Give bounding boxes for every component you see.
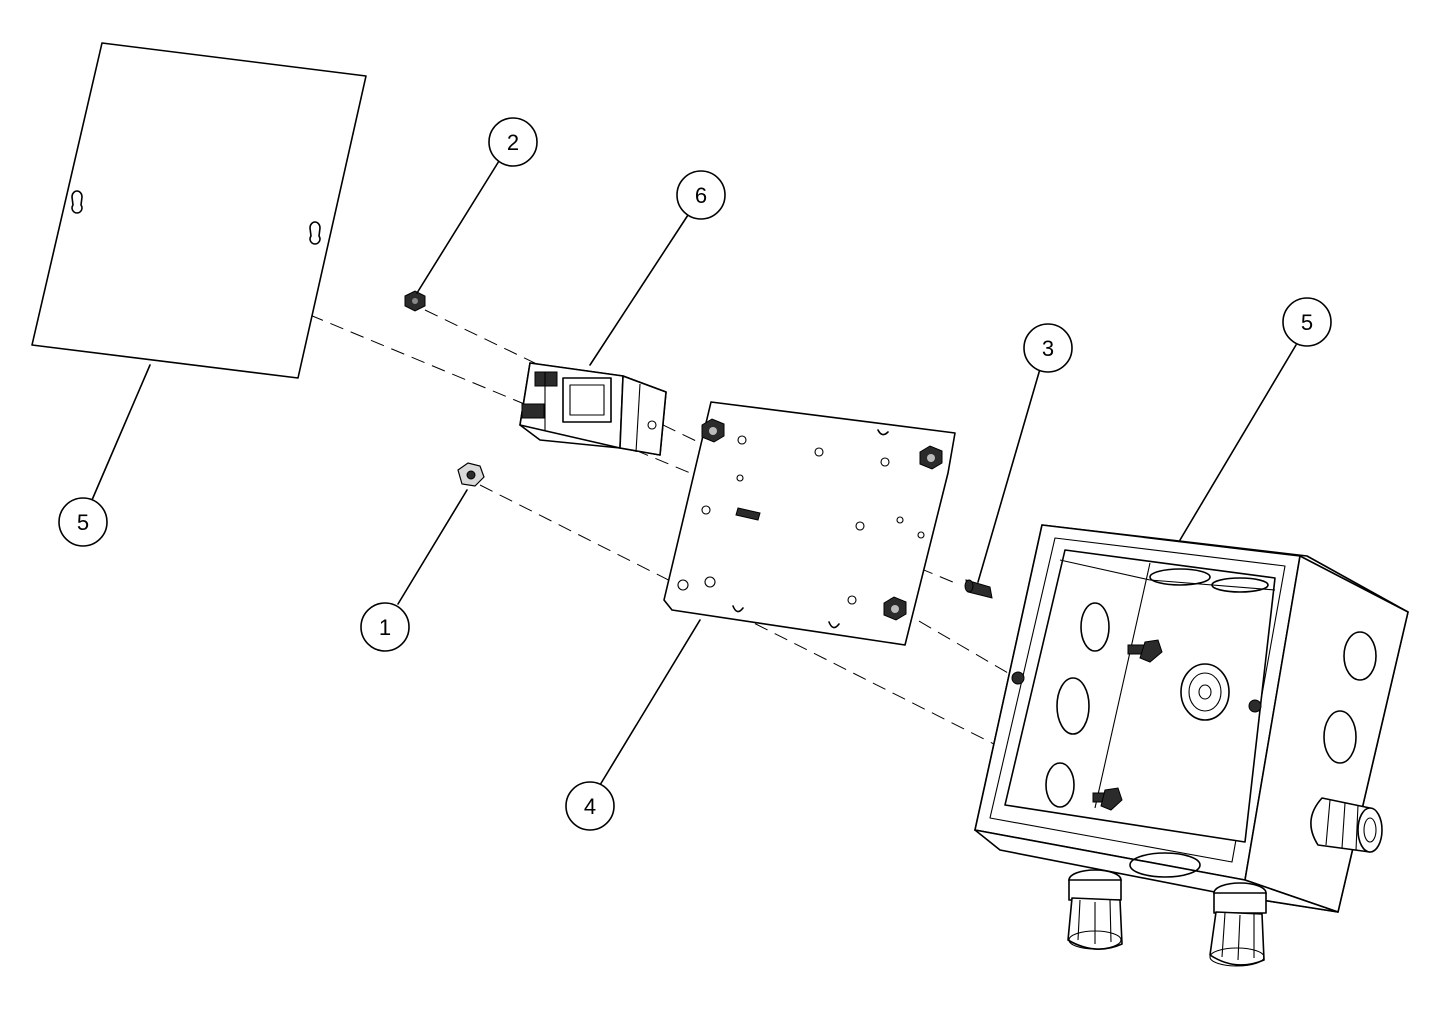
box-standoff-upper <box>1127 639 1163 663</box>
callout-1: 1 <box>360 602 410 652</box>
cable-gland-side <box>1310 797 1383 853</box>
plate-holes <box>677 435 925 605</box>
plate-standoff-tr <box>919 445 943 470</box>
plate-stud <box>735 507 761 521</box>
mounting-plate <box>663 401 956 646</box>
keyhole-slot-right <box>309 221 321 245</box>
callout-3: 3 <box>1023 323 1073 373</box>
callout-5-lid-label: 5 <box>77 510 89 535</box>
callout-3-label: 3 <box>1042 336 1054 361</box>
callout-6-label: 6 <box>695 183 707 208</box>
leader-lines <box>91 160 1297 786</box>
callout-5-box: 5 <box>1282 297 1332 347</box>
keyhole-slot-left <box>71 190 83 214</box>
plate-standoff-tl <box>701 418 725 443</box>
relay-module <box>519 362 667 456</box>
screw-part-3 <box>964 579 993 599</box>
nut-part-2 <box>404 290 426 312</box>
grommet <box>1180 663 1230 721</box>
nut-part-1 <box>457 462 485 487</box>
callout-5-lid: 5 <box>58 497 108 547</box>
callout-4: 4 <box>565 781 615 831</box>
callout-2: 2 <box>488 117 538 167</box>
enclosure-box <box>974 524 1409 967</box>
knockout-holes <box>1045 568 1377 878</box>
callout-5-box-label: 5 <box>1301 310 1313 335</box>
cable-gland-bottom-right <box>1209 882 1267 967</box>
callout-4-label: 4 <box>584 794 596 819</box>
plate-standoff-br <box>883 596 907 621</box>
box-standoff-lower <box>1092 787 1123 811</box>
cover-lid <box>31 42 367 379</box>
cable-gland-bottom-left <box>1067 869 1123 950</box>
callout-1-label: 1 <box>379 615 391 640</box>
callout-6: 6 <box>676 170 726 220</box>
callout-2-label: 2 <box>507 130 519 155</box>
